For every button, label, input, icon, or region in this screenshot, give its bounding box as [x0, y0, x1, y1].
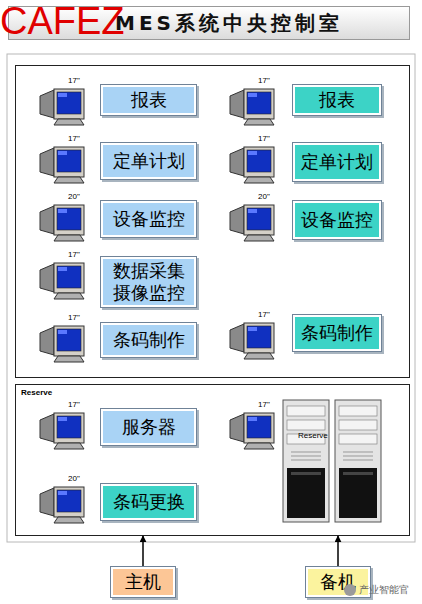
monitor-icon — [230, 205, 274, 241]
box-label: 定单计划 — [301, 151, 373, 173]
process-box: 设备监控 — [292, 200, 382, 240]
process-box: 报表 — [292, 84, 382, 116]
server-tower — [335, 400, 381, 522]
box-label: 定单计划 — [113, 150, 185, 172]
process-box: 服务器 — [100, 408, 197, 446]
monitor-icon — [230, 413, 274, 449]
arrow-connector — [142, 536, 144, 566]
group-frame: 服务器条码更换 Reserve — [15, 384, 410, 536]
process-box: 主机 — [110, 566, 176, 598]
box-label: 设备监控 — [113, 208, 185, 230]
wechat-icon — [344, 584, 356, 596]
box-label: 主机 — [125, 571, 161, 593]
box-label: 报表 — [131, 89, 167, 111]
group-frame: 报表 报表定单计划 定单计划设备监控 设备监控数据采集 摄像监控条码制作 条码制作 — [15, 65, 410, 378]
monitor-icon — [40, 147, 84, 183]
diagram-title: MES系统中央控制室 — [115, 10, 343, 37]
box-label: 数据采集 摄像监控 — [112, 260, 185, 304]
process-box: 备机 — [305, 566, 371, 598]
edge-group — [143, 536, 338, 566]
monitor-icon — [230, 147, 274, 183]
monitor-icon — [40, 263, 84, 299]
process-box: 条码制作 — [292, 314, 382, 352]
monitor-icon — [40, 487, 84, 523]
box-label: 报表 — [319, 89, 355, 111]
process-box: 定单计划 — [292, 142, 382, 182]
outer-frame — [7, 54, 415, 542]
arrow-connector — [337, 536, 339, 566]
process-box: 报表 — [100, 84, 197, 116]
box-label: 设备监控 — [301, 209, 373, 231]
monitor-icon — [40, 89, 84, 125]
server-tower — [283, 400, 329, 522]
box-label: 服务器 — [122, 416, 176, 438]
title-bar: MES系统中央控制室 — [8, 6, 410, 40]
group-heading: Reserve — [21, 388, 52, 397]
process-box: 数据采集 摄像监控 — [100, 256, 197, 308]
monitor-icon — [40, 413, 84, 449]
box-label: 备机 — [320, 571, 356, 593]
monitor-icon — [230, 323, 274, 359]
monitor-icon — [40, 326, 84, 362]
monitor-icon — [230, 89, 274, 125]
process-box: 设备监控 — [100, 200, 197, 238]
process-box: 定单计划 — [100, 142, 197, 180]
process-box: 条码制作 — [100, 322, 197, 358]
box-label: 条码制作 — [301, 322, 373, 344]
process-box: 条码更换 — [100, 483, 197, 521]
box-label: 条码更换 — [113, 491, 185, 513]
monitor-icon — [40, 205, 84, 241]
box-label: 条码制作 — [113, 329, 185, 351]
